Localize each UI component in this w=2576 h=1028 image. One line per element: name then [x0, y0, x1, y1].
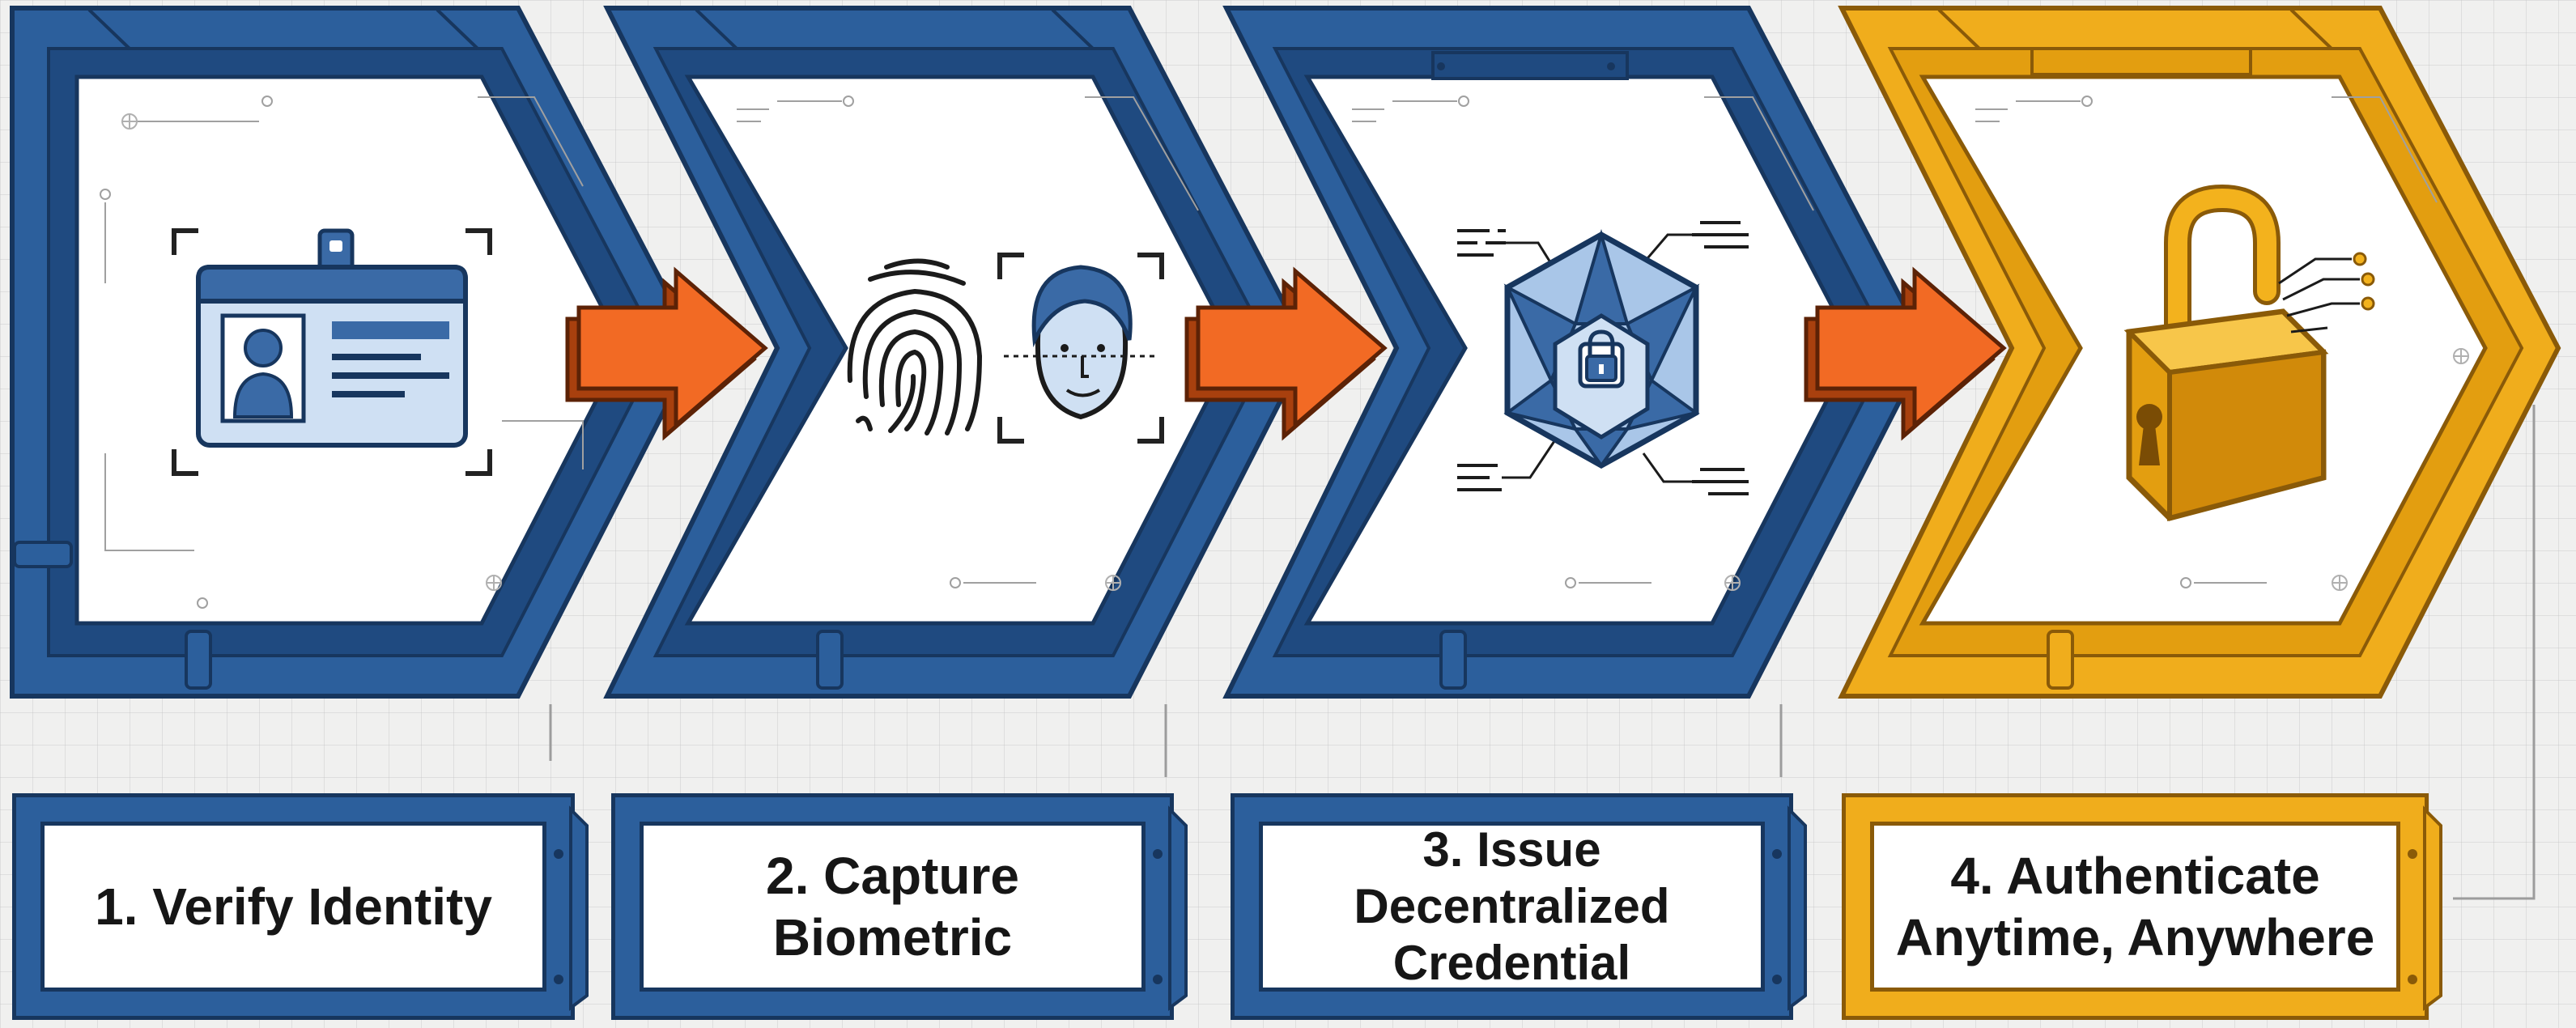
- face-scan-icon: [997, 253, 1164, 444]
- fingerprint-icon: [847, 258, 983, 435]
- step-2-label: 2. Capture Biometric: [615, 797, 1170, 1016]
- step-4-frame: [1838, 6, 2561, 699]
- connector-arrow-2-3: [1184, 266, 1388, 441]
- blockchain-lock-icon: [1457, 221, 1749, 495]
- step-4-label: 4. Authenticate Anytime, Anywhere: [1846, 797, 2425, 1016]
- step-3-label: 3. Issue Decentralized Credential: [1235, 797, 1789, 1016]
- open-padlock-icon: [2123, 184, 2375, 521]
- connector-wires: [549, 405, 2536, 900]
- id-card-icon: [172, 228, 492, 476]
- connector-arrows: [565, 266, 2007, 441]
- step-1-label: 1. Verify Identity: [16, 797, 571, 1016]
- step-3-label-text: 3. Issue Decentralized Credential: [1354, 822, 1670, 990]
- step-1-label-text: 1. Verify Identity: [95, 877, 492, 936]
- connector-arrow-1-2: [565, 266, 768, 441]
- fingerprint-face-scan-icon: [847, 253, 1164, 444]
- step-2-label-text: 2. Capture Biometric: [766, 847, 1019, 966]
- connector-arrow-3-4: [1804, 266, 2007, 441]
- step-4-label-text: 4. Authenticate Anytime, Anywhere: [1895, 847, 2375, 966]
